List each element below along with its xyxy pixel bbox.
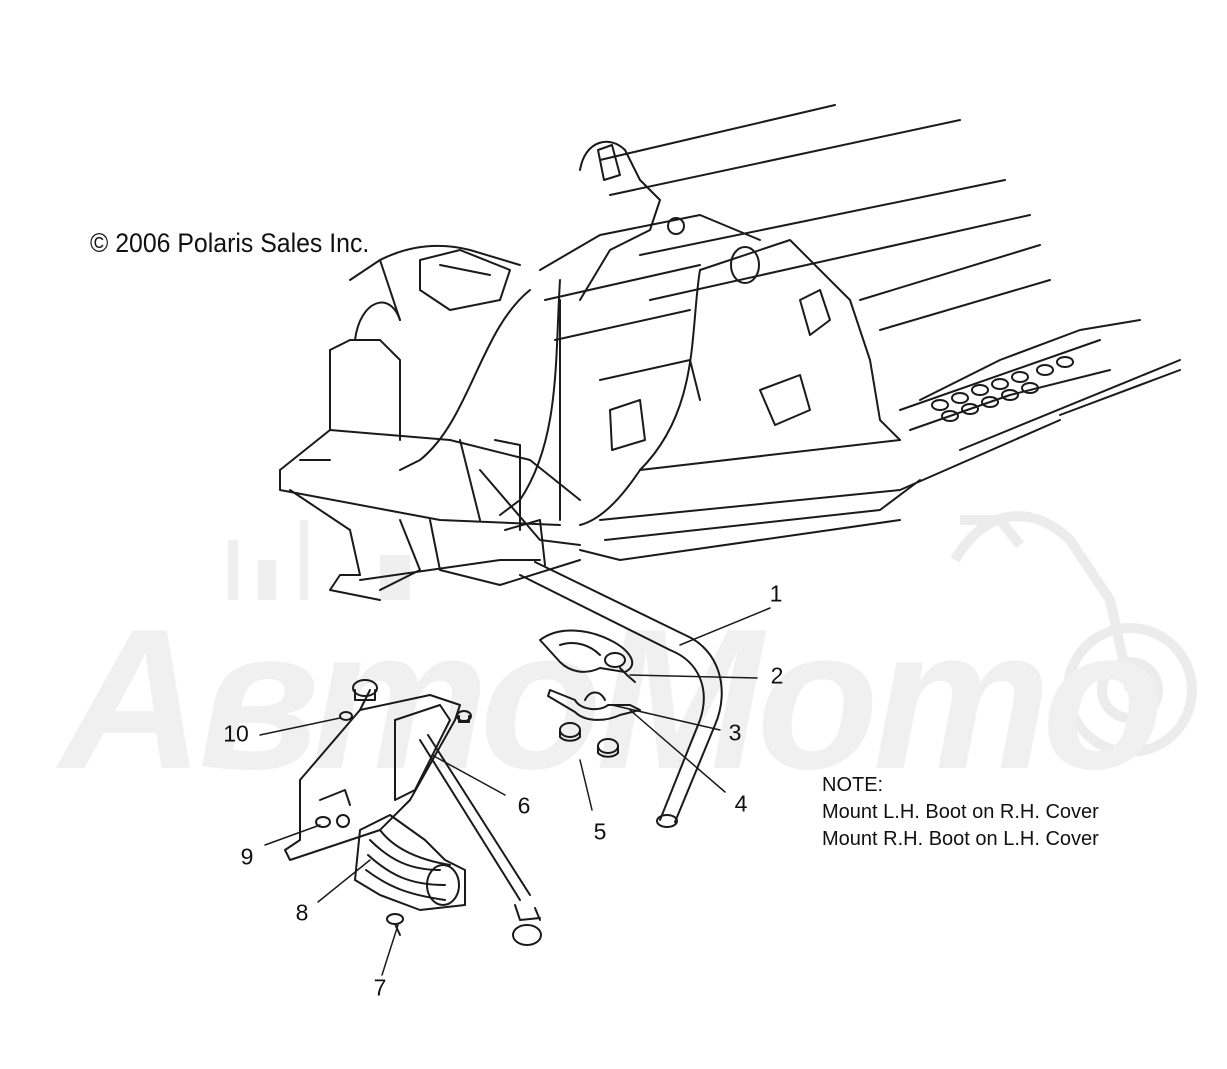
front-frame bbox=[279, 244, 581, 601]
copyright-text: © 2006 Polaris Sales Inc. bbox=[90, 228, 370, 258]
part-1-tube bbox=[519, 561, 723, 828]
part-5-nuts bbox=[559, 722, 619, 758]
callout-10: 10 bbox=[223, 720, 249, 747]
note-line-1: Mount L.H. Boot on R.H. Cover bbox=[822, 801, 1099, 823]
callout-2: 2 bbox=[770, 662, 784, 689]
bulkhead-tower bbox=[399, 140, 761, 471]
watermark-text: АвтоМото bbox=[60, 588, 1164, 811]
note-block: NOTE: Mount L.H. Boot on R.H. Cover Moun… bbox=[822, 772, 1099, 853]
callout-8: 8 bbox=[295, 899, 309, 926]
leader-lines bbox=[259, 607, 771, 976]
tunnel-rails bbox=[599, 104, 1181, 451]
part-4-clamp bbox=[547, 689, 641, 721]
callout-7: 7 bbox=[373, 974, 387, 1001]
note-line-2: Mount R.H. Boot on L.H. Cover bbox=[822, 828, 1099, 850]
part-3-clamp bbox=[539, 629, 636, 683]
part-7-rivet bbox=[386, 913, 404, 936]
callout-5: 5 bbox=[593, 818, 607, 845]
running-board bbox=[909, 319, 1141, 431]
part-6-cover bbox=[284, 679, 542, 946]
callout-3: 3 bbox=[728, 719, 742, 746]
callout-9: 9 bbox=[240, 843, 254, 870]
callout-1: 1 bbox=[769, 580, 783, 607]
note-title: NOTE: bbox=[822, 774, 884, 796]
part-10-screw bbox=[339, 710, 472, 723]
side-panel bbox=[499, 239, 1061, 561]
callout-4: 4 bbox=[734, 790, 748, 817]
part-8-boot bbox=[354, 814, 466, 911]
callout-6: 6 bbox=[517, 792, 531, 819]
part-9-screw bbox=[315, 816, 331, 828]
